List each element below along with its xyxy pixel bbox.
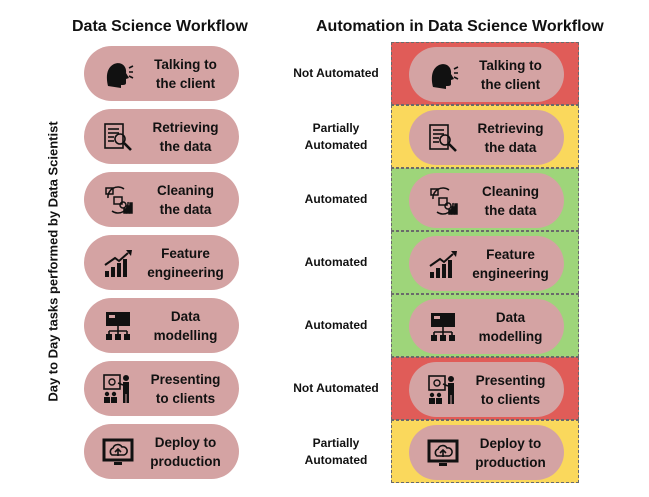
task-pill: Deploy to production [84,424,239,479]
automation-band: Deploy to production [391,420,579,483]
task-pill: Data modelling [409,299,564,354]
data-cleaning-cycle-icon [102,184,134,216]
document-search-icon [102,121,134,153]
data-cleaning-cycle-icon [427,185,459,217]
task-label: Deploy to production [475,435,546,470]
speaking-head-icon [427,59,459,91]
task-pill: Retrieving the data [84,109,239,164]
task-label: Retrieving the data [477,120,544,155]
task-label: Feature engineering [472,246,549,281]
task-label: Data modelling [153,308,218,343]
task-label: Talking to the client [479,57,542,92]
task-label: Retrieving the data [152,119,219,154]
task-label: Talking to the client [154,56,217,91]
automation-band: Retrieving the data [391,105,579,168]
task-label: Presenting to clients [475,372,546,407]
presentation-audience-icon [427,374,459,406]
task-pill: Data modelling [84,298,239,353]
automation-status: Automated [304,255,368,269]
task-pill: Feature engineering [84,235,239,290]
automation-band: Presenting to clients [391,357,579,420]
task-pill: Presenting to clients [409,362,564,417]
automation-band: Talking to the client [391,42,579,105]
automation-status: Not Automated [293,381,379,395]
task-pill: Retrieving the data [409,110,564,165]
right-title: Automation in Data Science Workflow [316,18,604,35]
automation-band: Data modelling [391,294,579,357]
presentation-audience-icon [102,373,134,405]
automation-status: Automated [304,318,368,332]
hierarchy-board-icon [102,310,134,342]
automation-status: Automated [304,192,368,206]
growth-chart-icon [102,247,134,279]
hierarchy-board-icon [427,311,459,343]
task-pill: Cleaning the data [84,172,239,227]
document-search-icon [427,122,459,154]
task-pill: Deploy to production [409,425,564,480]
task-label: Presenting to clients [150,371,221,406]
automation-status: Partially Automated [304,120,368,152]
automation-band: Cleaning the data [391,168,579,231]
task-label: Deploy to production [150,434,221,469]
task-pill: Talking to the client [409,47,564,102]
side-axis-label: Day to Day tasks performed by Data Scien… [45,121,61,402]
task-label: Data modelling [478,309,543,344]
cloud-upload-monitor-icon [102,436,134,468]
task-pill: Presenting to clients [84,361,239,416]
task-pill: Talking to the client [84,46,239,101]
task-pill: Cleaning the data [409,173,564,228]
task-pill: Feature engineering [409,236,564,291]
automation-status: Partially Automated [304,435,368,467]
task-label: Feature engineering [147,245,224,280]
growth-chart-icon [427,248,459,280]
automation-band: Feature engineering [391,231,579,294]
cloud-upload-monitor-icon [427,437,459,469]
task-label: Cleaning the data [156,182,214,217]
left-title: Data Science Workflow [72,18,248,35]
automation-status: Not Automated [293,66,379,80]
speaking-head-icon [102,58,134,90]
task-label: Cleaning the data [481,183,539,218]
